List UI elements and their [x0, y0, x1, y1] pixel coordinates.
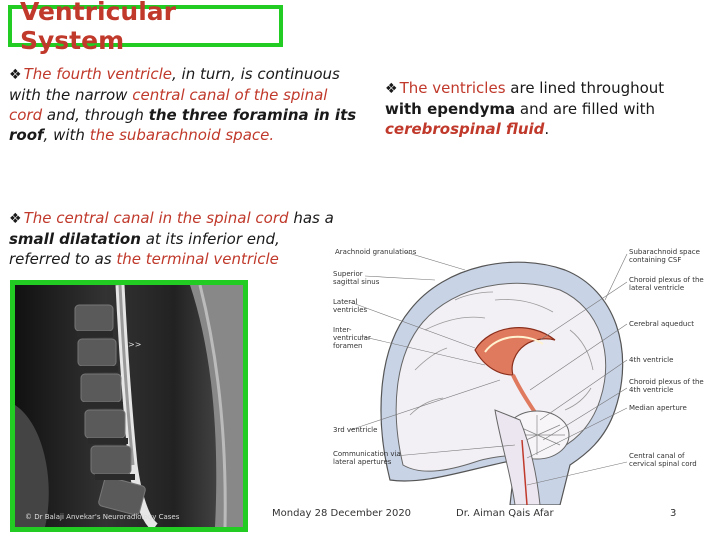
text-ventricles: The ventricles: [399, 79, 506, 97]
label-communication-lateral-apertures: Communication via lateral apertures: [333, 450, 401, 466]
text-lined: are lined throughout: [505, 79, 665, 97]
spine-mri-image: >>: [15, 285, 243, 527]
text-with: , with: [43, 126, 90, 144]
text-through: and, through: [42, 106, 149, 124]
label-central-canal-cervical: Central canal of cervical spinal cord: [629, 452, 697, 468]
diamond-bullet-icon: ❖: [9, 67, 22, 83]
paragraph-ventricles-lined: ❖The ventricles are lined throughout wit…: [385, 78, 695, 139]
paragraph-central-canal: ❖The central canal in the spinal cord ha…: [9, 208, 334, 269]
diamond-bullet-icon: ❖: [9, 211, 22, 227]
text-central-canal-spinal: The central canal in the spinal cord: [23, 209, 289, 227]
mri-credit-text: © Dr Balaji Anvekar's Neuroradiology Cas…: [25, 513, 180, 521]
label-superior-sagittal-sinus: Superior sagittal sinus: [333, 270, 380, 286]
label-arachnoid-granulations: Arachnoid granulations: [335, 248, 417, 256]
label-4th-ventricle: 4th ventricle: [629, 356, 674, 364]
label-subarachnoid-space: Subarachnoid space containing CSF: [629, 248, 700, 264]
label-choroid-plexus-lateral: Choroid plexus of the lateral ventricle: [629, 276, 704, 292]
text-subarachnoid: the subarachnoid space.: [89, 126, 275, 144]
brain-sagittal-illustration: [349, 251, 628, 505]
svg-text:>>: >>: [128, 340, 141, 349]
ventricular-system-diagram: Arachnoid granulations Superior sagittal…: [315, 240, 710, 505]
label-cerebral-aqueduct: Cerebral aqueduct: [629, 320, 694, 328]
text-terminal-ventricle: the terminal ventricle: [116, 250, 279, 268]
footer-page-number: 3: [670, 508, 677, 519]
text-has-a: has a: [288, 209, 334, 227]
label-lateral-ventricles: Lateral ventricles: [333, 298, 368, 314]
paragraph-fourth-ventricle: ❖The fourth ventricle, in turn, is conti…: [9, 64, 359, 145]
text-inferior-end: at its inferior end, referred to as: [9, 230, 280, 268]
footer-author: Dr. Aiman Qais Afar: [456, 508, 554, 519]
title-frame: Ventricular System: [8, 0, 283, 55]
label-3rd-ventricle: 3rd ventricle: [333, 426, 378, 434]
text-fourth-ventricle: The fourth ventricle: [23, 65, 172, 83]
text-continuous: , in turn, is continuous with the narrow: [9, 65, 340, 104]
label-interventricular-foramen: Inter-ventricular foramen: [333, 326, 371, 350]
text-small-dilatation: small dilatation: [9, 230, 141, 248]
page-title: Ventricular System: [20, 0, 176, 55]
mri-image-frame: >> © Dr Balaji Anvekar's Neuroradiology …: [10, 280, 248, 532]
text-central-canal: central canal of the spinal cord: [9, 86, 328, 124]
text-filled: and are filled with: [515, 100, 656, 118]
text-period: .: [544, 120, 550, 138]
text-ependyma: with ependyma: [385, 100, 516, 118]
text-three-foramina: the three foramina in its roof: [9, 106, 357, 144]
label-median-aperture: Median aperture: [629, 404, 687, 412]
text-csf: cerebrospinal fluid: [385, 120, 545, 138]
diamond-bullet-icon: ❖: [385, 81, 398, 97]
label-choroid-plexus-4th: Choroid plexus of the 4th ventricle: [629, 378, 704, 394]
footer-date: Monday 28 December 2020: [272, 508, 412, 519]
